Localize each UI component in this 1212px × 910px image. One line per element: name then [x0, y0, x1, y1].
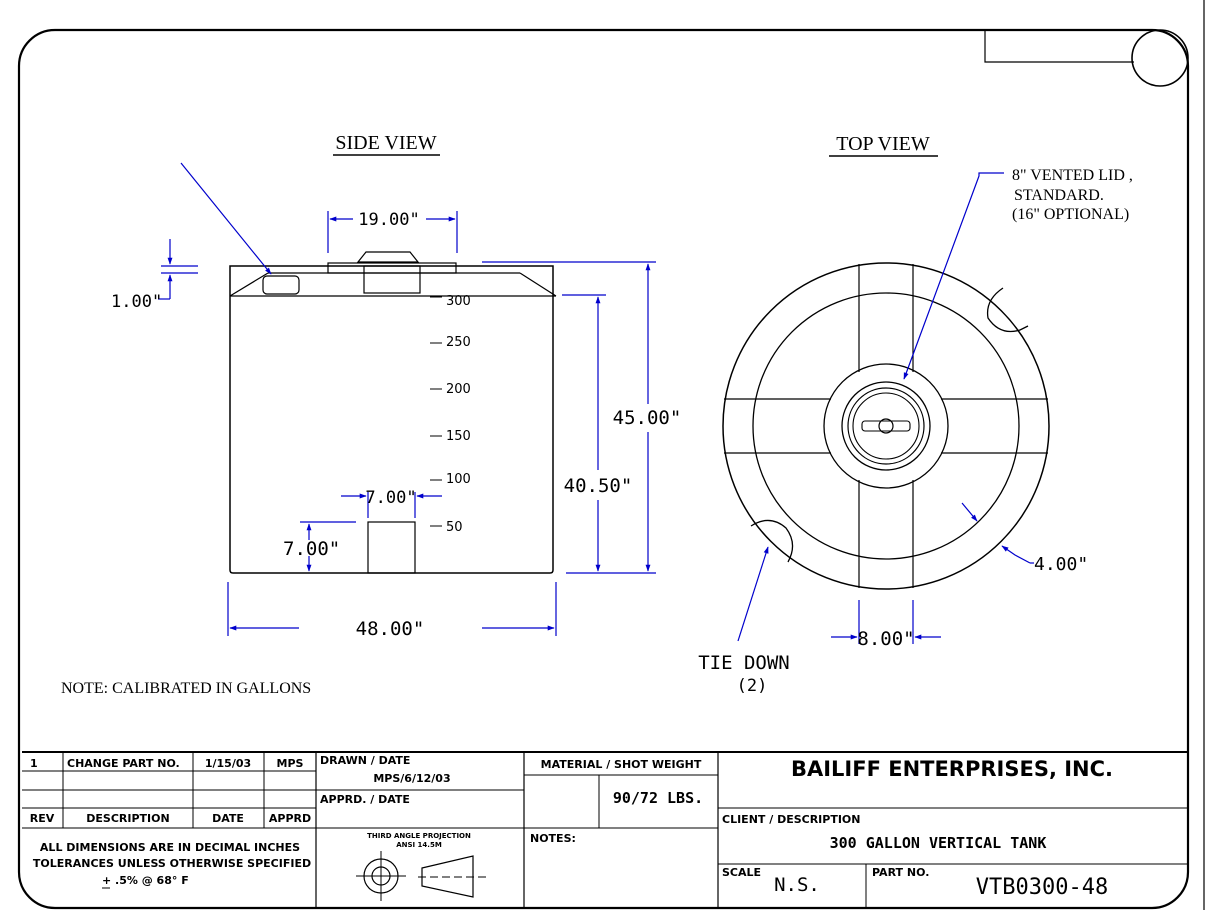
- drawn-value: MPS/6/12/03: [373, 772, 450, 785]
- gallon-mark: 300: [446, 294, 471, 309]
- tank-top-outline: [722, 262, 1050, 590]
- date-header: DATE: [212, 812, 244, 825]
- drawn-label: DRAWN / DATE: [320, 754, 410, 767]
- sheet-border: [17, 0, 1205, 910]
- description-header: DESCRIPTION: [86, 812, 169, 825]
- approved-label: APPRD. / DATE: [320, 793, 410, 806]
- rev-number: 1: [30, 757, 38, 770]
- rev-header: REV: [30, 812, 55, 825]
- corner-circle: [1131, 29, 1189, 87]
- dim-outlet-height: 7.00": [283, 538, 340, 560]
- title-block: 1 CHANGE PART NO. 1/15/03 MPS REV DESCRI…: [22, 751, 1188, 908]
- gallon-mark: 200: [446, 382, 471, 397]
- dim-lid-width: 19.00": [358, 210, 419, 230]
- tiedown-label: TIE DOWN: [698, 652, 790, 674]
- material-label: MATERIAL / SHOT WEIGHT: [541, 758, 702, 771]
- client-description: 300 GALLON VERTICAL TANK: [830, 834, 1047, 852]
- third-angle-projection-icon: [356, 851, 490, 901]
- calibration-note: NOTE: CALIBRATED IN GALLONS: [61, 680, 311, 697]
- dim-diameter: 48.00": [356, 618, 425, 640]
- top-view-dimensions: 8" VENTED LID , STANDARD. (16" OPTIONAL)…: [698, 167, 1133, 696]
- client-label: CLIENT / DESCRIPTION: [722, 813, 861, 826]
- material-value: 90/72 LBS.: [613, 789, 703, 807]
- lid-note-line: 8" VENTED LID ,: [1012, 167, 1133, 184]
- side-view: SIDE VIEW 300 250 200 150 100: [61, 132, 681, 697]
- side-view-dimensions: 19.00" 1.00" 45.00" 40.50": [111, 162, 682, 640]
- dim-fill-height: 40.50": [564, 475, 633, 497]
- projection-label: THIRD ANGLE PROJECTION: [367, 832, 471, 840]
- gallon-mark: 50: [446, 520, 463, 535]
- projection-standard: ANSI 14.5M: [396, 841, 442, 849]
- dim-overall-height: 45.00": [613, 407, 682, 429]
- side-view-title: SIDE VIEW: [335, 132, 436, 154]
- scale-label: SCALE: [722, 866, 761, 879]
- tolerance-note: ALL DIMENSIONS ARE IN DECIMAL INCHES: [40, 841, 300, 854]
- top-view: TOP VIEW 8" VENTED LID ,: [698, 133, 1133, 696]
- part-number: VTB0300-48: [976, 875, 1108, 900]
- tolerance-note: + .5% @ 68° F: [102, 874, 189, 887]
- part-number-label: PART NO.: [872, 866, 929, 879]
- lid-note-line: STANDARD.: [1014, 187, 1104, 204]
- scale-value: N.S.: [774, 874, 820, 896]
- company-name: BAILIFF ENTERPRISES, INC.: [791, 757, 1113, 781]
- gallon-mark: 150: [446, 429, 471, 444]
- tank-body: [229, 251, 557, 574]
- rev-approved: MPS: [277, 757, 304, 770]
- lid-note-line: (16" OPTIONAL): [1012, 206, 1129, 223]
- dim-lid-height: 1.00": [111, 292, 162, 312]
- rev-date: 1/15/03: [205, 757, 251, 770]
- gallon-mark: 100: [446, 472, 471, 487]
- gallon-scale: 300 250 200 150 100 50: [430, 294, 471, 535]
- tolerance-note: TOLERANCES UNLESS OTHERWISE SPECIFIED: [33, 857, 311, 870]
- gallon-mark: 250: [446, 335, 471, 350]
- rev-description: CHANGE PART NO.: [67, 757, 180, 770]
- notes-label: NOTES:: [530, 832, 576, 845]
- top-view-title: TOP VIEW: [836, 133, 930, 155]
- apprd-header: APPRD: [269, 812, 311, 825]
- tiedown-count: (2): [737, 676, 768, 696]
- dim-tiedown-size: 4.00": [1034, 554, 1088, 575]
- dim-rib-width: 8.00": [857, 628, 914, 650]
- dim-outlet-width: 7.00": [365, 488, 416, 508]
